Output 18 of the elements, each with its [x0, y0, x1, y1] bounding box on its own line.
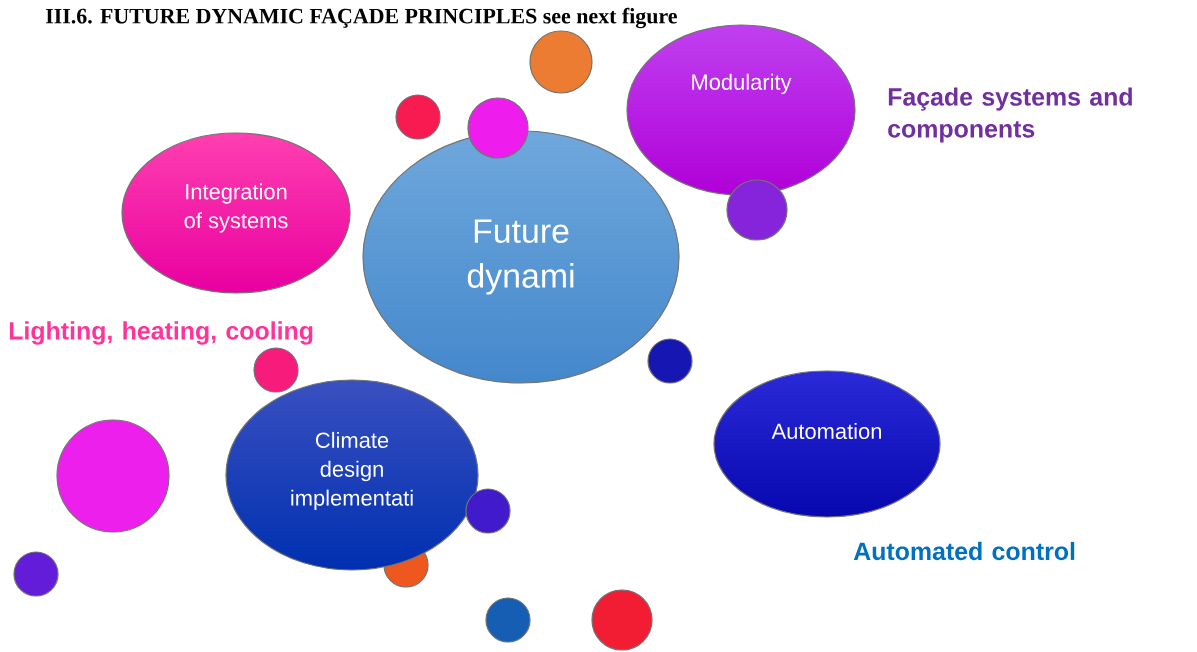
- bubble: [465, 488, 511, 534]
- bubble: Automation: [713, 370, 941, 518]
- bubble: [529, 30, 593, 94]
- bubble: [467, 97, 529, 159]
- bubble: [13, 551, 59, 597]
- bubble: [395, 94, 441, 140]
- bubble: [647, 338, 693, 384]
- bubble: [253, 347, 299, 393]
- bubble: Integration of systems: [121, 132, 351, 294]
- bubble: Future dynami: [362, 130, 680, 384]
- label-text: Façade systems and components: [888, 87, 1132, 143]
- bubble: [485, 597, 531, 643]
- bubble: [56, 419, 170, 533]
- label-text: Automated control: [853, 541, 1075, 561]
- bubble: [591, 589, 653, 651]
- bubble: Climate design implementati: [225, 379, 479, 571]
- bubble: [726, 179, 788, 241]
- label-text: Lighting, heating, cooling: [9, 321, 313, 345]
